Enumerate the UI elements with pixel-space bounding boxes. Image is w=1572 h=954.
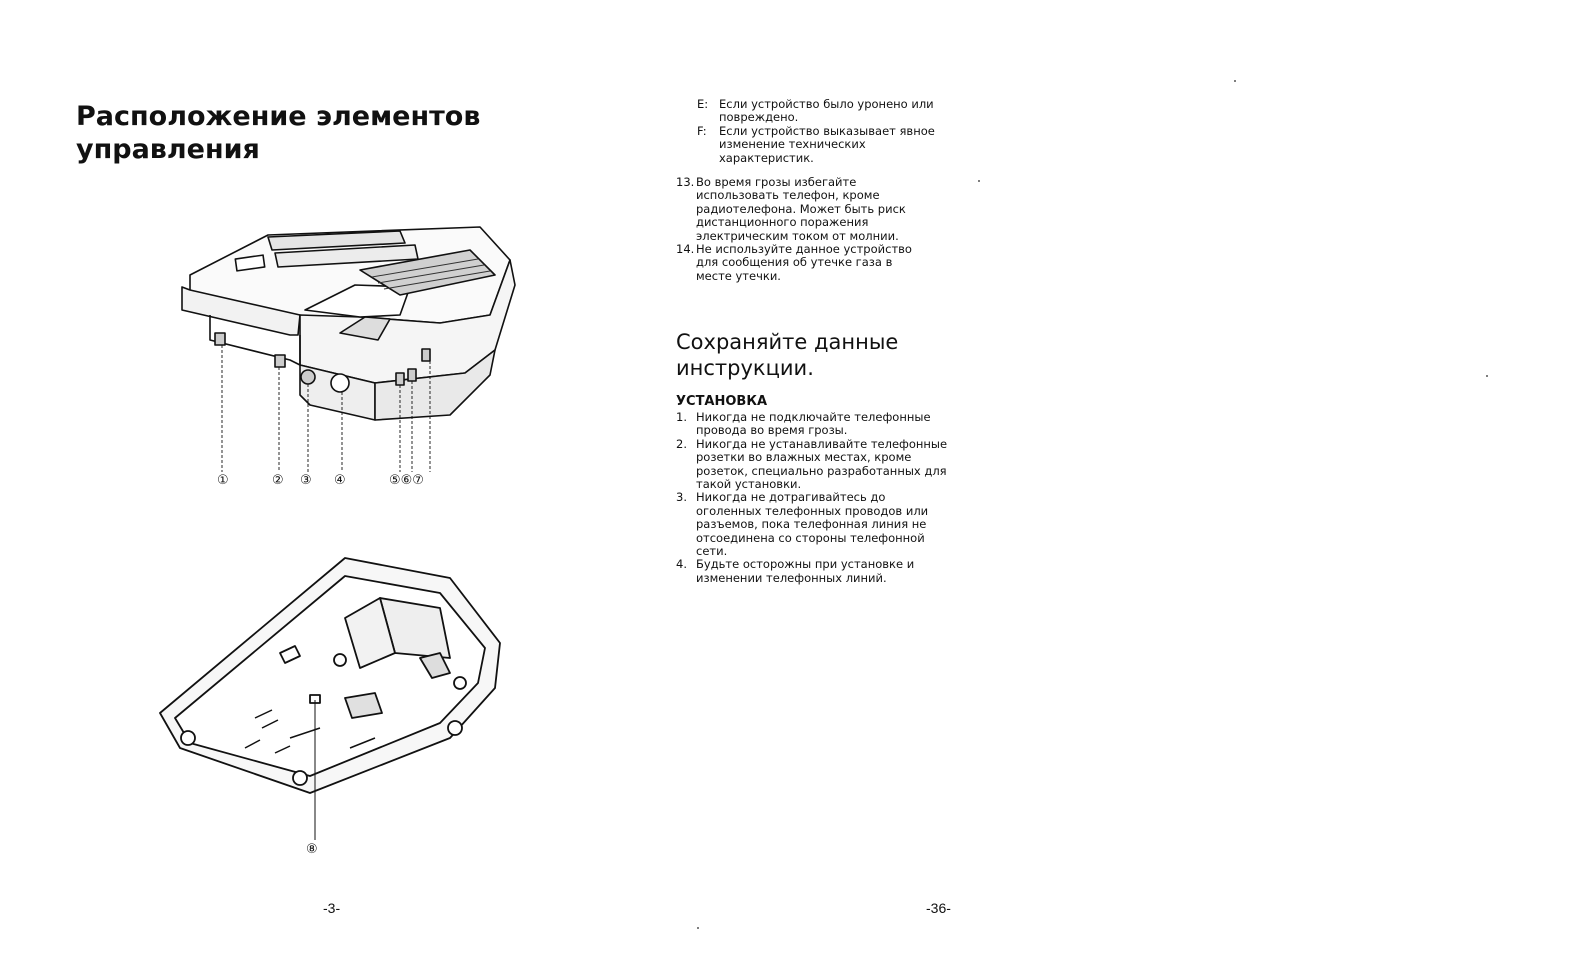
item-text: Во время грозы избегайте использовать те… [696,175,906,243]
title-line-1: Расположение элементов [76,101,481,132]
list-item: F: Если устройство выказывает явное изме… [697,123,957,165]
left-page: Расположение элементов управления [76,100,516,916]
title-line-2: управления [76,134,260,165]
callout-3: ③ [300,473,312,488]
scan-speck [697,927,699,929]
item-text: Не используйте данное устройство для соо… [696,242,912,283]
section-title: Сохраняйте данные инструкции. [676,329,898,381]
item-number: 3. [676,490,687,505]
section-title-line-1: Сохраняйте данные [676,330,899,354]
item-number: 4. [676,557,687,572]
device-bottom-illustration [159,557,501,840]
item-number: 14. [676,242,695,257]
item-text: Никогда не устанавливайте телефонные роз… [696,436,948,492]
item-text: Никогда не дотрагивайтесь до оголенных т… [696,490,929,559]
subsection-title: УСТАНОВКА [676,394,768,409]
list-item: 14. Не используйте данное устройство для… [676,242,926,283]
installation-list: 1. Никогда не подключайте телефонные про… [676,410,954,585]
list-item: 4. Будьте осторожны при установке и изме… [676,558,954,585]
item-letter: E: [697,97,709,111]
section-title-line-2: инструкции. [676,356,814,380]
callout-1: ① [217,473,229,488]
page-number-left: -3- [323,900,341,916]
item-text: Если устройство было уронено или поврежд… [719,97,934,125]
list-item: 2. Никогда не устанавливайте телефонные … [676,436,954,492]
conditions-list: E: Если устройство было уронено или повр… [697,97,957,165]
item-number: 13. [676,175,695,189]
device-illustration [181,226,516,472]
callout-2: ② [272,473,284,488]
item-number: 2. [676,436,687,451]
item-text: Будьте осторожны при установке и изменен… [696,557,915,585]
list-item: 1. Никогда не подключайте телефонные про… [676,410,954,438]
callout-5-6-7: ⑤⑥⑦ [389,473,424,488]
safety-list: 13. Во время грозы избегайте использоват… [676,175,926,283]
item-number: 1. [676,410,687,424]
page-title: Расположение элементов управления [76,100,480,166]
page-number-right: -36- [926,900,951,916]
item-text: Если устройство выказывает явное изменен… [719,123,935,165]
callout-8: ⑧ [306,842,318,857]
item-text: Никогда не подключайте телефонные провод… [696,410,931,438]
item-letter: F: [697,123,707,138]
scan-speck [1486,375,1488,377]
list-item: 3. Никогда не дотрагивайтесь до оголенны… [676,491,954,558]
scan-speck [978,180,980,182]
callout-4: ④ [334,473,346,488]
list-item: E: Если устройство было уронено или повр… [697,97,957,125]
scan-speck [1234,80,1236,82]
list-item: 13. Во время грозы избегайте использоват… [676,175,926,243]
